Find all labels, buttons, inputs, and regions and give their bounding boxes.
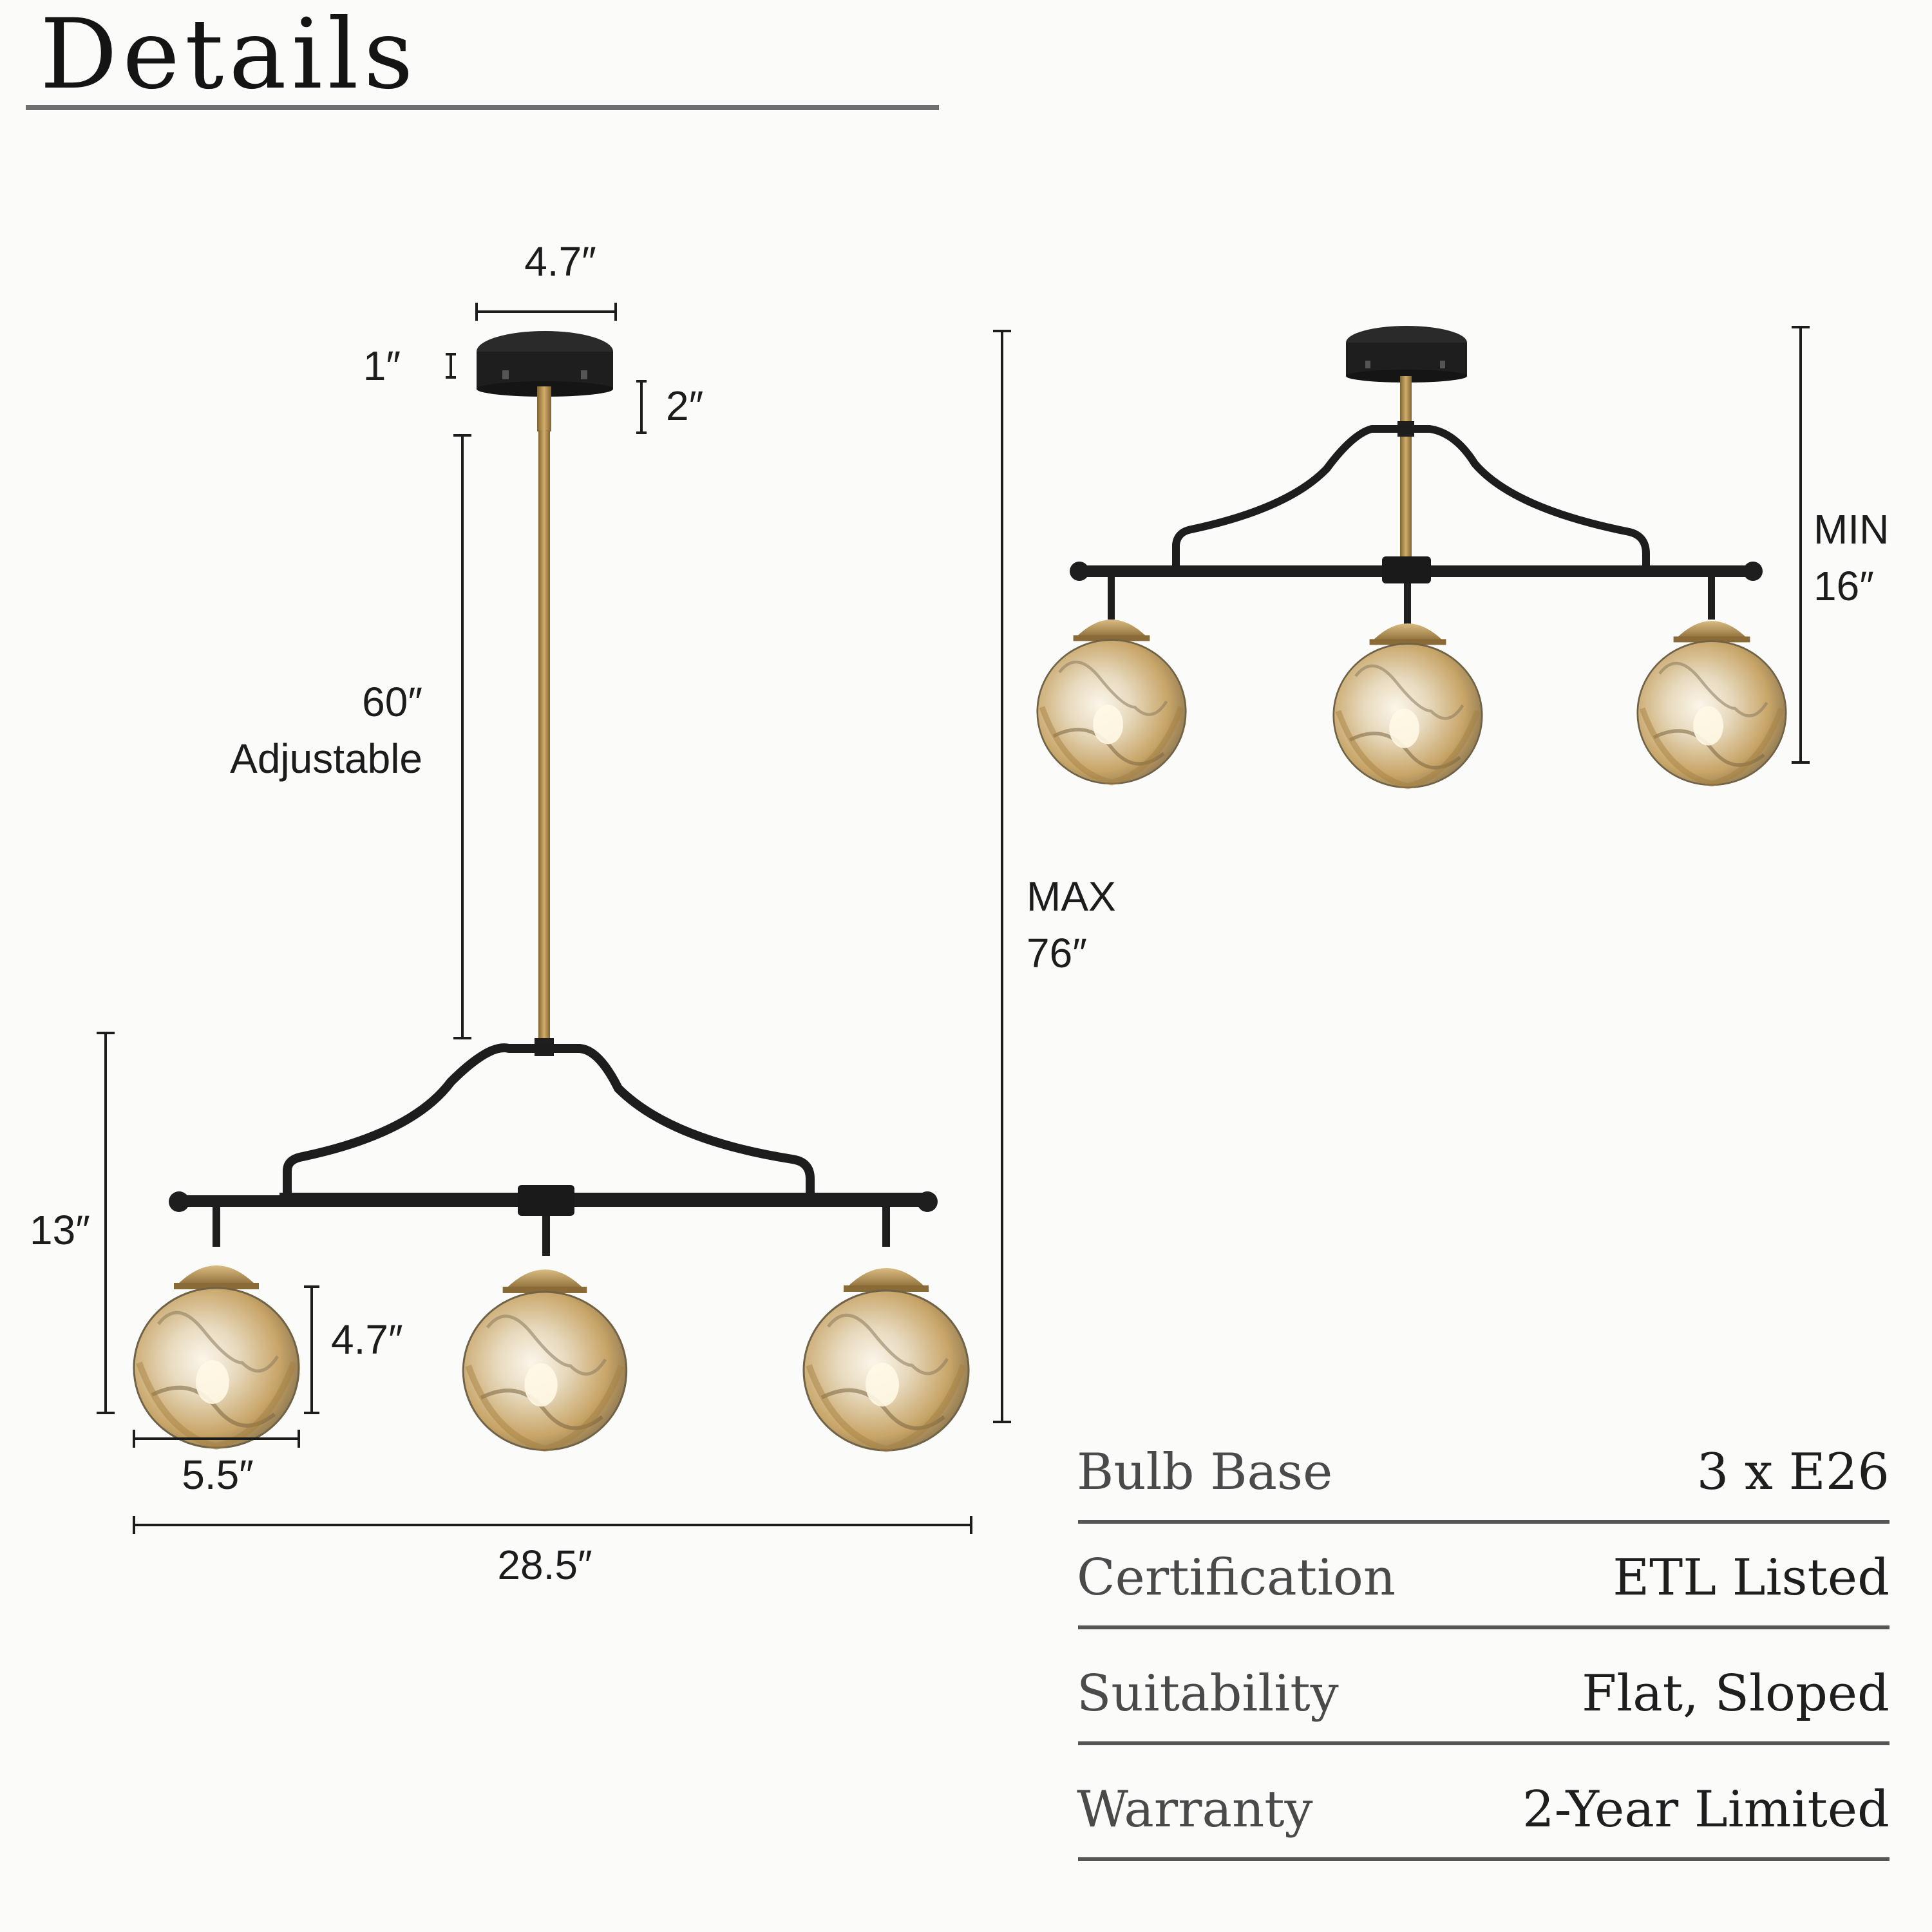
min-height-label: 16″ [1814, 563, 1874, 609]
spec-divider [1078, 1857, 1889, 1861]
overall-width-label: 28.5″ [497, 1542, 592, 1588]
spec-label: Bulb Base [1077, 1443, 1333, 1501]
min-height-caption: MIN [1814, 506, 1889, 553]
spec-divider [1078, 1741, 1889, 1745]
page-title: Details [40, 0, 419, 111]
rod-length-label: 60″ [362, 679, 422, 725]
canopy-height-label: 1″ [363, 343, 401, 389]
spec-row-bulb-base: Bulb Base 3 x E26 [1077, 1421, 1889, 1524]
spec-value: 3 x E26 [1696, 1443, 1889, 1501]
shade-height-label: 4.7″ [331, 1316, 403, 1363]
spec-row-suitability: Suitability Flat, Sloped [1077, 1642, 1889, 1745]
canopy-width-label: 4.7″ [524, 238, 596, 285]
dimension-lines [97, 303, 1810, 1534]
rod-length-block: 60″ Adjustable [230, 674, 422, 787]
spec-label: Certification [1077, 1549, 1396, 1607]
max-height-caption: MAX [1027, 873, 1116, 920]
body-height-label: 13″ [30, 1207, 90, 1253]
spec-value: 2-Year Limited [1522, 1781, 1889, 1839]
fixture-front-view-max [134, 331, 969, 1450]
spec-row-warranty: Warranty 2-Year Limited [1077, 1758, 1889, 1861]
min-height-block: MIN 16″ [1814, 501, 1889, 614]
spec-row-certification: Certification ETL Listed [1077, 1526, 1889, 1629]
spec-value: Flat, Sloped [1582, 1665, 1889, 1723]
canopy-depth-label: 2″ [666, 383, 704, 429]
rod-adjustable-note: Adjustable [230, 735, 422, 782]
shade-width-label: 5.5″ [182, 1452, 254, 1498]
max-height-block: MAX 76″ [1027, 868, 1116, 981]
spec-label: Suitability [1077, 1665, 1339, 1723]
title-underline [26, 105, 939, 110]
spec-divider [1078, 1625, 1889, 1629]
spec-value: ETL Listed [1613, 1549, 1889, 1607]
max-height-label: 76″ [1027, 930, 1087, 976]
spec-divider [1078, 1520, 1889, 1524]
fixture-front-view-min [1037, 326, 1786, 788]
spec-label: Warranty [1077, 1781, 1313, 1839]
